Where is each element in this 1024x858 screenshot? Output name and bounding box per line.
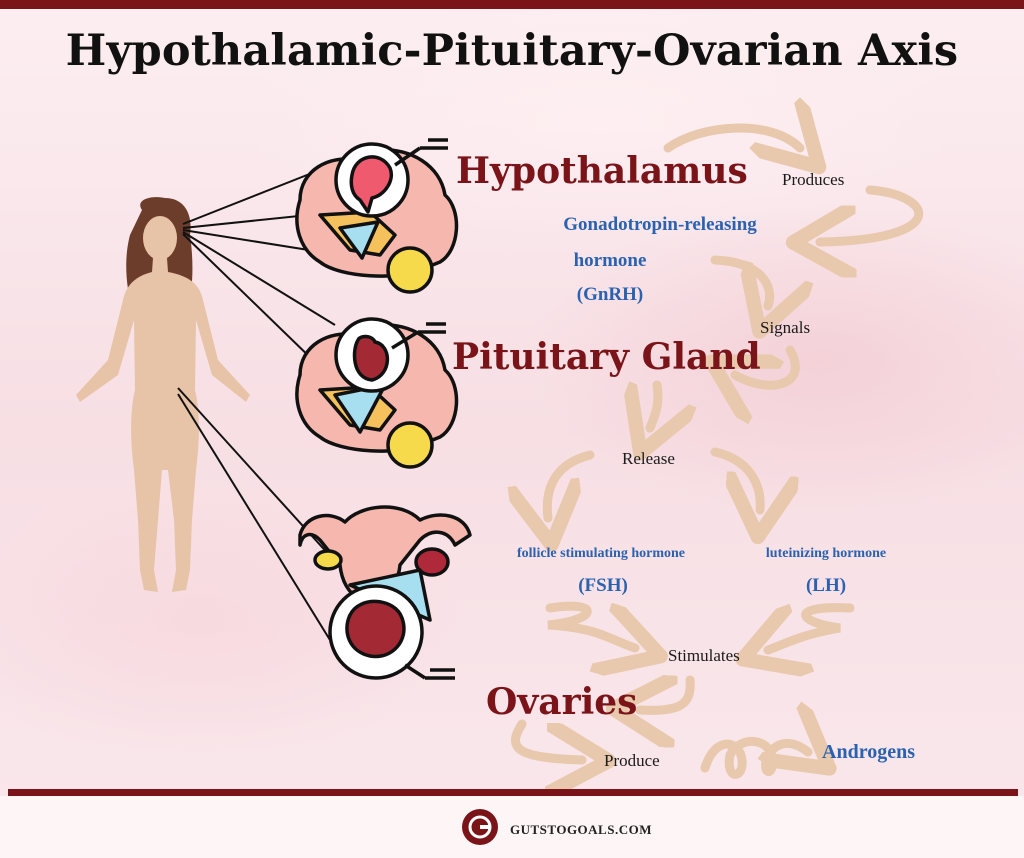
arrow-ovaries-produce bbox=[511, 719, 582, 760]
site-url-link[interactable]: GUTSTOGOALS.COM bbox=[510, 822, 652, 837]
arrow-release-fsh bbox=[547, 450, 595, 518]
gnrh-line2: hormone bbox=[573, 250, 647, 271]
arrow-signals-pituitary bbox=[735, 345, 800, 385]
release-label: Release bbox=[622, 449, 675, 468]
arrow-pituitary-release bbox=[650, 380, 658, 428]
arrow-stimulates-ovaries bbox=[640, 680, 695, 710]
gnrh-abbr: (GnRH) bbox=[576, 284, 644, 305]
brain-hypothalamus-icon bbox=[295, 138, 459, 294]
androgens-label: Androgens bbox=[822, 741, 915, 763]
brain-pituitary-icon bbox=[295, 317, 459, 469]
arrow-hypothalamus-produces bbox=[663, 128, 800, 148]
arrow-produces-gnrh bbox=[820, 185, 924, 242]
header-bar bbox=[0, 0, 1024, 9]
lh-name: luteinizing hormone bbox=[765, 546, 887, 561]
arrow-release-lh bbox=[710, 447, 760, 510]
arrow-produce-androgens bbox=[700, 741, 808, 779]
pituitary-gland-label: Pituitary Gland bbox=[452, 336, 761, 378]
gnrh-line1: Gonadotropin-releasing bbox=[563, 214, 757, 235]
stimulates-label: Stimulates bbox=[668, 646, 740, 665]
fsh-abbr: (FSH) bbox=[578, 575, 628, 596]
signals-label: Signals bbox=[760, 318, 811, 337]
produce-label: Produce bbox=[604, 751, 660, 770]
footer-rule bbox=[8, 789, 1018, 796]
page-title: Hypothalamic-Pituitary-Ovarian Axis bbox=[65, 26, 959, 76]
arrow-fsh-stimulates bbox=[545, 601, 635, 648]
flow-arrows bbox=[511, 128, 924, 779]
footer bbox=[0, 796, 1024, 858]
lh-abbr: (LH) bbox=[805, 575, 847, 596]
arrow-lh-stimulates bbox=[768, 603, 855, 650]
ovaries-label: Ovaries bbox=[486, 681, 638, 723]
hypothalamus-label: Hypothalamus bbox=[456, 150, 748, 192]
woman-figure-icon bbox=[76, 197, 250, 592]
arrow-gnrh-signals bbox=[710, 255, 770, 306]
uterus-ovary-icon bbox=[298, 505, 472, 680]
fsh-name: follicle stimulating hormone bbox=[517, 546, 685, 561]
produces-label: Produces bbox=[782, 170, 845, 189]
